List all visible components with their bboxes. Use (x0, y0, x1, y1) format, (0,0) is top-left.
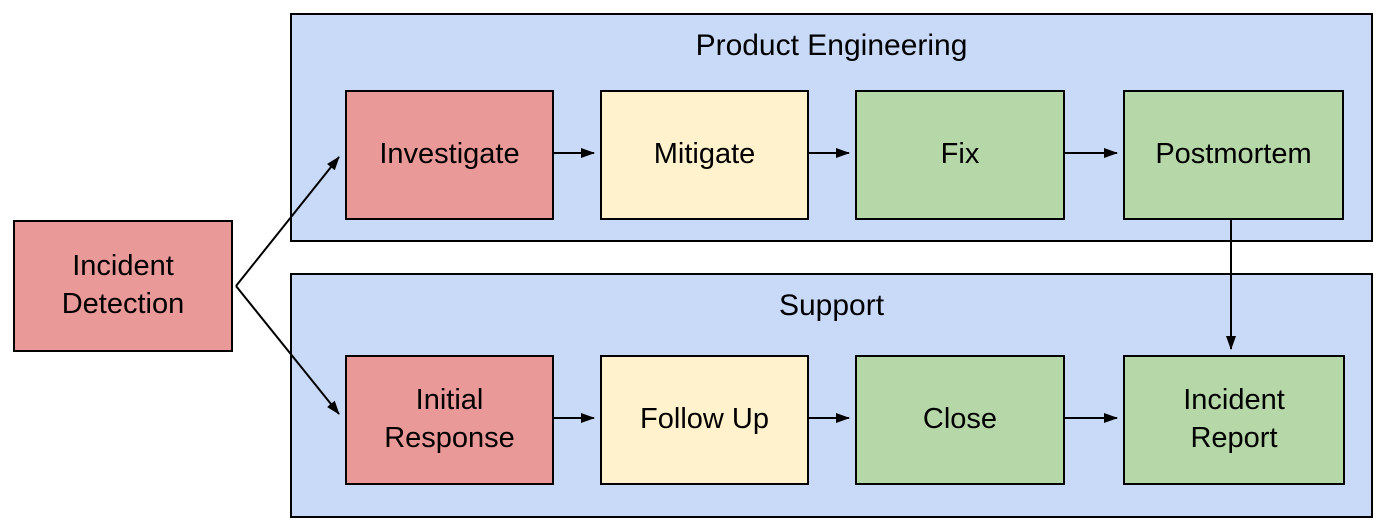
node-label: Follow Up (640, 403, 769, 436)
node-label: Incident Report (1183, 384, 1285, 454)
node-label: Investigate (379, 138, 520, 171)
node-follow-up: Follow Up (600, 355, 809, 485)
node-fix: Fix (855, 90, 1065, 220)
node-label: Mitigate (653, 138, 756, 171)
node-incident-detection: Incident Detection (13, 220, 233, 352)
node-label: Fix (940, 138, 980, 171)
node-mitigate: Mitigate (600, 90, 809, 220)
lane-support: Support Initial Response Follow Up Close… (290, 273, 1373, 518)
node-initial-response: Initial Response (345, 355, 554, 485)
lane-title-support: Support (778, 289, 885, 322)
node-label: Postmortem (1155, 138, 1312, 171)
node-incident-report: Incident Report (1123, 355, 1345, 485)
node-label: Initial Response (384, 384, 515, 454)
lane-product-engineering: Product Engineering Investigate Mitigate… (290, 13, 1373, 242)
node-investigate: Investigate (345, 90, 554, 220)
node-close: Close (855, 355, 1065, 485)
node-label: Incident Detection (61, 250, 185, 320)
node-label: Close (922, 403, 998, 436)
lane-title-product-engineering: Product Engineering (695, 29, 968, 62)
node-postmortem: Postmortem (1123, 90, 1344, 220)
